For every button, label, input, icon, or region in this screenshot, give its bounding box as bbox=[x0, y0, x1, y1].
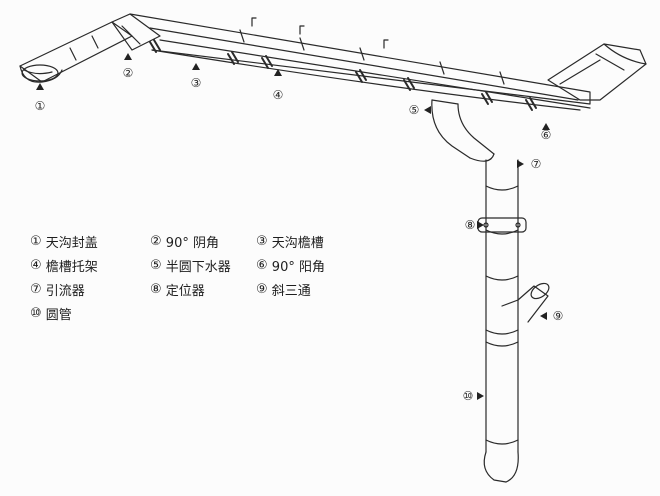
legend-entry-label: ⑤ bbox=[150, 258, 162, 273]
callout-4: ④ bbox=[273, 88, 284, 102]
legend-item: ③ 天沟檐槽 bbox=[256, 232, 324, 251]
callout-8: ⑧ bbox=[465, 218, 476, 232]
legend-item: ② 90° 阴角 bbox=[150, 232, 219, 251]
callout-5: ⑤ bbox=[409, 103, 420, 117]
legend-entry-name: 斜三通 bbox=[271, 284, 311, 299]
legend-item: ⑤ 半圆下水器 bbox=[150, 256, 231, 275]
legend-entry-name: 引流器 bbox=[45, 284, 85, 299]
legend-entry-label: ⑧ bbox=[150, 282, 162, 297]
legend-entry-label: ⑨ bbox=[256, 282, 268, 297]
legend-entry-name: 90° 阳角 bbox=[271, 260, 325, 275]
inner-corner-piece bbox=[111, 13, 161, 51]
pipe-shoe bbox=[483, 451, 519, 483]
legend-entry-label: ① bbox=[30, 234, 42, 249]
gutter-hooks bbox=[251, 17, 389, 49]
legend-entry-name: 天沟檐槽 bbox=[271, 236, 324, 251]
legend-entry-label: ⑥ bbox=[256, 258, 268, 273]
legend-entry-name: 90° 阴角 bbox=[165, 236, 219, 251]
left-end-gutter bbox=[19, 21, 133, 83]
callout-7: ⑦ bbox=[531, 157, 542, 171]
legend-item: ⑥ 90° 阳角 bbox=[256, 256, 325, 275]
legend-item: ⑨ 斜三通 bbox=[256, 280, 311, 299]
legend-entry-name: 檐槽托架 bbox=[45, 260, 98, 275]
legend-item: ⑦ 引流器 bbox=[30, 280, 85, 299]
legend-entry-name: 圆管 bbox=[45, 308, 72, 323]
legend-entry-label: ② bbox=[150, 234, 162, 249]
downpipe bbox=[485, 159, 519, 453]
legend-entry-name: 天沟封盖 bbox=[45, 236, 98, 251]
legend-item: ⑧ 定位器 bbox=[150, 280, 205, 299]
legend-entry-label: ⑦ bbox=[30, 282, 42, 297]
legend-entry-label: ③ bbox=[256, 234, 268, 249]
callout-3: ③ bbox=[191, 76, 202, 90]
right-end-gutter bbox=[547, 43, 647, 101]
callout-9: ⑨ bbox=[553, 309, 564, 323]
callout-2: ② bbox=[123, 66, 134, 80]
gutter-brackets bbox=[149, 39, 537, 111]
outlet-connector bbox=[431, 99, 495, 162]
legend-item: ① 天沟封盖 bbox=[30, 232, 98, 251]
branch-tee bbox=[501, 282, 550, 323]
long-gutter-run bbox=[129, 13, 591, 111]
legend-item: ④ 檐槽托架 bbox=[30, 256, 98, 275]
legend-entry-label: ④ bbox=[30, 258, 42, 273]
pipe-clip bbox=[477, 217, 527, 233]
legend-entry-name: 半圆下水器 bbox=[165, 260, 231, 275]
pointer-marks bbox=[36, 53, 550, 400]
legend-entry-label: ⑩ bbox=[30, 306, 42, 321]
callout-6: ⑥ bbox=[541, 128, 552, 142]
legend-item: ⑩ 圆管 bbox=[30, 304, 72, 323]
callout-1: ① bbox=[35, 99, 46, 113]
legend-entry-name: 定位器 bbox=[165, 284, 205, 299]
callout-10: ⑩ bbox=[463, 389, 474, 403]
